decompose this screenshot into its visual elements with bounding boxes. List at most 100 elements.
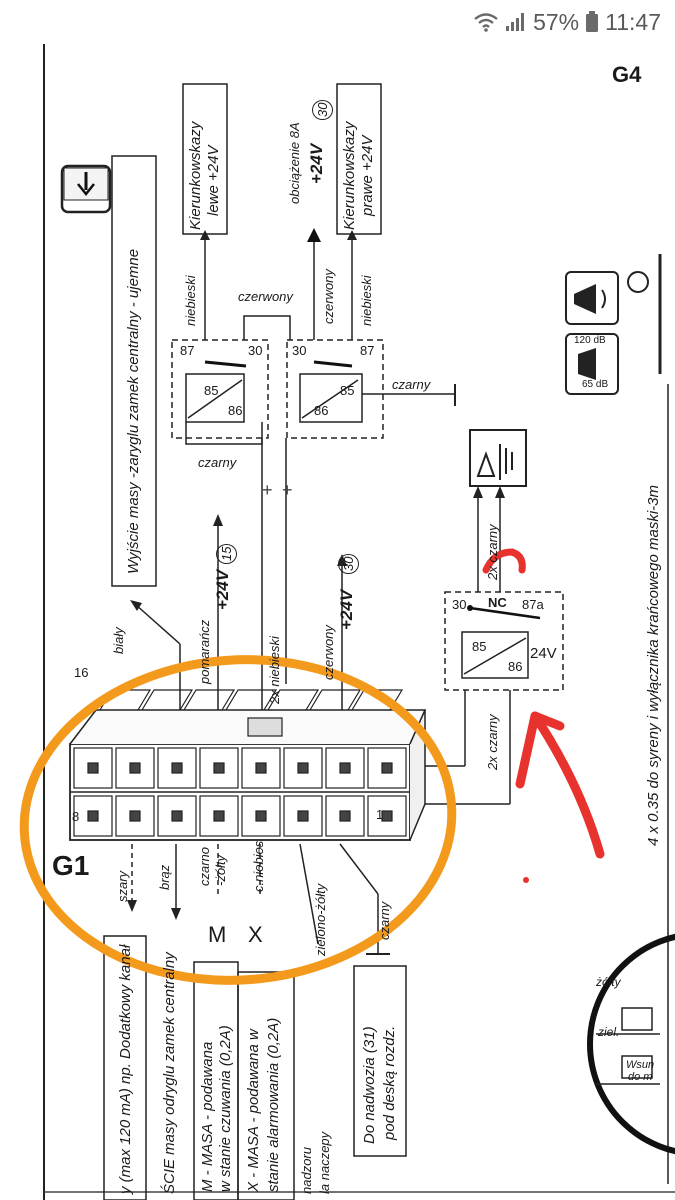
label-czarny-ground: czarny <box>377 901 392 940</box>
relay-3 <box>444 591 564 691</box>
connector-pin <box>381 810 393 822</box>
connector-pin <box>87 810 99 822</box>
wiring-diagram: + + <box>0 44 675 1200</box>
label-65db: 65 dB <box>582 379 609 390</box>
label-circle15: 15 <box>216 543 237 564</box>
connector-pin <box>171 810 183 822</box>
connector-pin <box>339 762 351 774</box>
connector-pin <box>297 762 309 774</box>
label-kier-left-2: lewe +24V <box>205 145 222 216</box>
connector-cell <box>241 795 281 837</box>
relay3-pin86: 86 <box>508 659 523 674</box>
dodatkowy-box <box>103 935 147 1200</box>
label-czarno: czarno <box>197 846 212 886</box>
connector-cell <box>73 795 113 837</box>
label-c-niebies: c.niebies <box>251 840 266 892</box>
relay2-pin87: 87 <box>360 343 375 358</box>
connector-cell <box>241 747 281 789</box>
label-ziel-detail: ziel. <box>598 1025 620 1039</box>
label-czarny-right: czarny <box>392 377 431 392</box>
label-czerwony-top: czerwony <box>238 289 293 304</box>
wifi-icon <box>474 13 498 32</box>
svg-text:+: + <box>262 480 273 500</box>
hand-icon <box>60 164 112 214</box>
connector-pin <box>129 762 141 774</box>
relay2-pin86: 86 <box>314 403 329 418</box>
label-czerwony-vert: czerwony <box>321 269 336 324</box>
label-2x-czarny-siren: 2x czarny <box>485 524 500 580</box>
label-wyjscie-masy: ŚCIE masy odryglu zamek centralny <box>161 952 178 1194</box>
label-x-masa-2: stanie alarmowania (0,2A) <box>265 1017 282 1192</box>
label-zolty-detail: żółty <box>596 975 621 989</box>
connector-cell <box>283 747 323 789</box>
relay3-pin-nc: NC <box>488 595 507 610</box>
label-kier-right-2: prawe +24V <box>359 135 376 216</box>
connector-cell <box>325 795 365 837</box>
detail-circle <box>587 933 675 1155</box>
label-pin1: 1 <box>376 807 384 822</box>
connector-pin <box>381 762 393 774</box>
label-kier-left-1: Kierunkowskazy <box>187 121 204 230</box>
connector-pin <box>171 762 183 774</box>
label-plus24-30-top: +24V <box>307 143 326 184</box>
label-obciazenie: obciążenie 8A <box>287 122 302 204</box>
horn-icon <box>565 271 619 325</box>
relay1-pin85: 85 <box>204 383 219 398</box>
connector-cell <box>367 795 407 837</box>
label-niebieski-right: niebieski <box>359 275 374 326</box>
relay2-pin30: 30 <box>292 343 307 358</box>
label-czerwony-conn: czerwony <box>321 625 336 680</box>
relay3-pin87a: 87a <box>522 597 544 612</box>
connector-cell <box>115 795 155 837</box>
label-do-nadwozia-2: pod deską rozdz. <box>381 1025 398 1140</box>
label-circle30-conn: 30 <box>338 553 359 574</box>
x-masa-box <box>237 971 295 1200</box>
connector-cell <box>199 795 239 837</box>
label-X: X <box>248 922 263 947</box>
connector-cell <box>157 795 197 837</box>
label-kier-right-1: Kierunkowskazy <box>341 121 358 230</box>
connector-cell <box>115 747 155 789</box>
orange-highlight <box>19 655 457 985</box>
connector-pin <box>87 762 99 774</box>
label-naczepy: la naczepy <box>317 1131 332 1194</box>
kier-right-box <box>336 83 382 235</box>
connector-pin <box>255 810 267 822</box>
label-circle30-top: 30 <box>312 99 333 120</box>
connector-g1 <box>69 689 427 841</box>
label-2x-czarny-relay: 2x czarny <box>485 714 500 770</box>
connector-pin <box>213 762 225 774</box>
connector-pin <box>339 810 351 822</box>
relay3-pin30: 30 <box>452 597 467 612</box>
relay1-pin30: 30 <box>248 343 263 358</box>
top-banner-box <box>111 155 157 587</box>
relay2-pin85: 85 <box>340 383 355 398</box>
red-hook <box>482 548 526 574</box>
label-czarny-left: czarny <box>198 455 237 470</box>
label-pomarancz: pomarańcz <box>197 619 212 684</box>
label-top-banner: Wyjście masy -zaryglu zamek centralny - … <box>125 248 142 574</box>
label-2x-niebieski: 2x niebieski <box>267 636 282 704</box>
label-120db: 120 dB <box>574 335 606 346</box>
label-zielono-zolty: zielono-żółty <box>313 883 328 956</box>
signal-icon <box>506 13 525 31</box>
battery-percent: 57% <box>533 8 580 35</box>
svg-text:+: + <box>282 480 293 500</box>
label-bialy: biały <box>111 627 126 654</box>
label-zolty: -żółty <box>213 854 228 886</box>
label-do-m: do m <box>628 1071 653 1083</box>
relay1-pin86: 86 <box>228 403 243 418</box>
bell-icon <box>627 271 649 293</box>
connector-cell <box>325 747 365 789</box>
label-syrena-note: 4 x 0.35 do syreny i wyłącznika krańcowe… <box>645 485 662 846</box>
label-plus24-30-conn: +24V <box>337 589 356 630</box>
label-plus24-15: +24V <box>213 569 232 610</box>
connector-cell <box>157 747 197 789</box>
relay1-pin87: 87 <box>180 343 195 358</box>
do-nadwozia-box <box>353 965 407 1157</box>
relay-2 <box>286 339 384 439</box>
red-arrow <box>515 711 605 859</box>
connector-pin <box>297 810 309 822</box>
label-nadzoru: nadzoru <box>299 1147 314 1194</box>
label-m-masa-2: w stanie czuwania (0,2A) <box>217 1025 234 1192</box>
